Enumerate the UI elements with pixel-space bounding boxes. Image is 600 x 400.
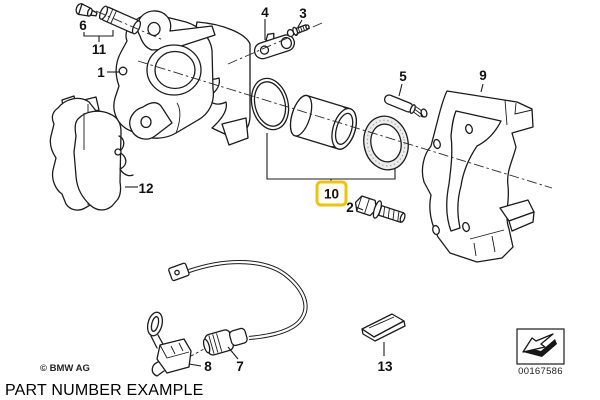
sensor-connector bbox=[202, 327, 248, 356]
plate-part-13 bbox=[361, 313, 406, 342]
caliper-carrier-bracket bbox=[420, 90, 535, 263]
piston-seal-repair-kit bbox=[250, 77, 409, 171]
mounting-bolt bbox=[354, 195, 406, 223]
retaining-link bbox=[253, 32, 296, 60]
copyright-text: © BMW AG bbox=[40, 363, 90, 374]
sensor-wire bbox=[188, 259, 308, 341]
carrier-mounting-holes bbox=[420, 108, 473, 236]
part-label-8[interactable]: 8 bbox=[204, 359, 212, 374]
o-ring-seal bbox=[250, 77, 290, 131]
highlight-box bbox=[315, 180, 348, 207]
part-labels: 1 2 3 4 5 6 7 8 9 11 12 13 10 bbox=[79, 5, 487, 374]
part-label-11[interactable]: 11 bbox=[92, 42, 107, 57]
part-label-13[interactable]: 13 bbox=[377, 359, 393, 374]
part-label-2[interactable]: 2 bbox=[346, 200, 354, 215]
diagram-caption: PART NUMBER EXAMPLE bbox=[5, 382, 204, 399]
wear-sensor-assembly bbox=[146, 259, 308, 377]
caliper-housing bbox=[113, 10, 251, 146]
screw bbox=[286, 24, 310, 38]
arrow-icon bbox=[522, 333, 557, 357]
guide-pin bbox=[383, 94, 426, 118]
part-label-3[interactable]: 3 bbox=[299, 6, 307, 21]
center-axis-lines bbox=[95, 10, 553, 189]
part-label-5[interactable]: 5 bbox=[399, 69, 407, 84]
caliper-piston bbox=[289, 94, 357, 150]
brake-pads bbox=[49, 95, 134, 211]
part-label-12[interactable]: 12 bbox=[138, 181, 153, 196]
bleeder-cap bbox=[75, 3, 98, 17]
part-label-7[interactable]: 7 bbox=[236, 359, 244, 374]
sensor-holder-clip bbox=[146, 311, 192, 377]
part-label-1[interactable]: 1 bbox=[97, 65, 105, 80]
part-label-10: 10 bbox=[324, 187, 339, 202]
stamp-number: 00167586 bbox=[518, 366, 563, 377]
part-label-4[interactable]: 4 bbox=[261, 5, 269, 20]
dust-boot-seal bbox=[363, 115, 409, 171]
part-label-9[interactable]: 9 bbox=[479, 68, 487, 83]
highlighted-part-label-10[interactable]: 10 bbox=[315, 180, 348, 207]
sensor-flat-terminal bbox=[168, 262, 190, 282]
diagram-stamp: 00167586 bbox=[516, 328, 565, 377]
guide-bushing bbox=[98, 5, 142, 35]
part-label-6[interactable]: 6 bbox=[79, 18, 87, 33]
